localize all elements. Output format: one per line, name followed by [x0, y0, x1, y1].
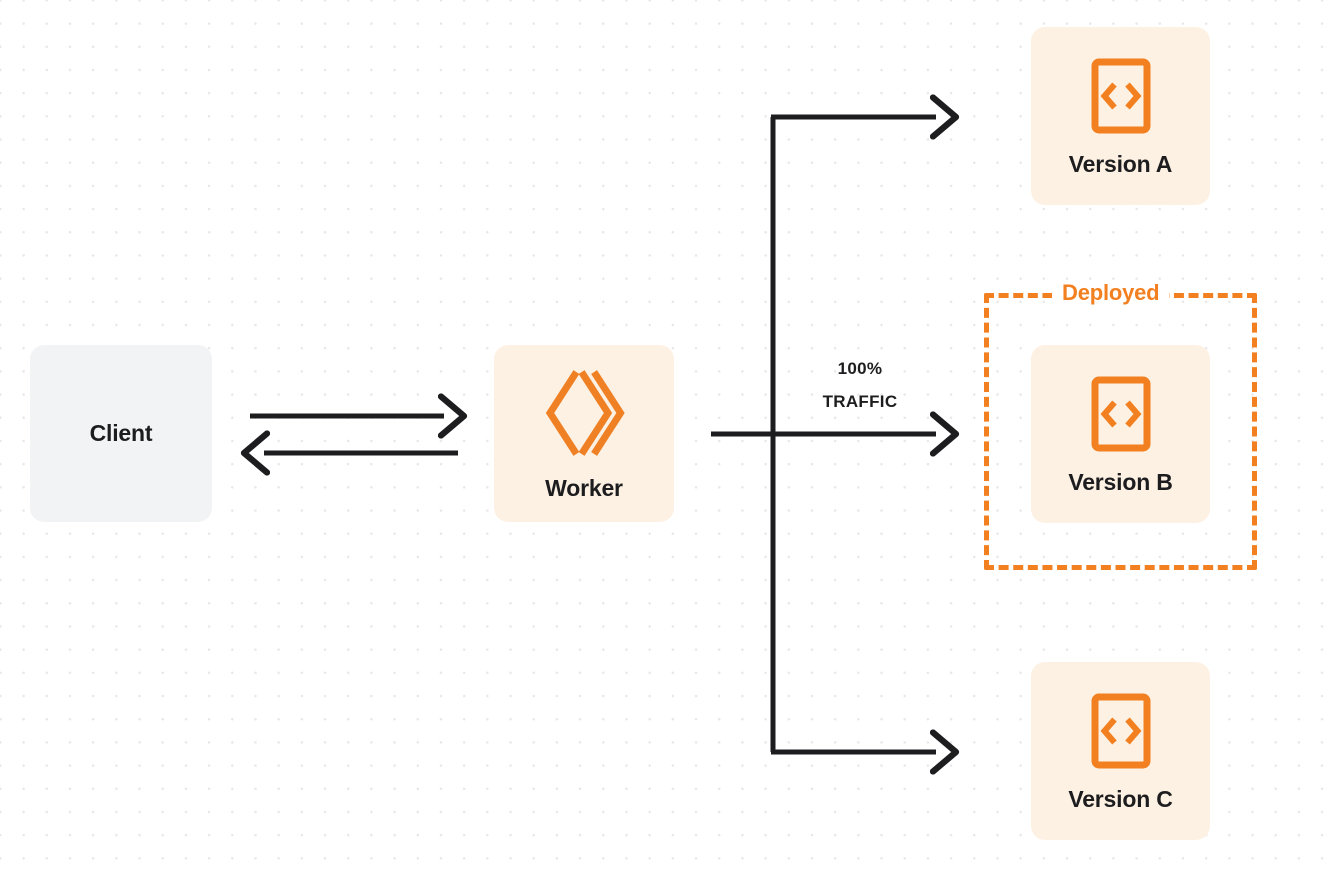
code-file-icon: [1090, 692, 1152, 770]
traffic-percent: 100%: [837, 359, 883, 378]
node-version-c-label: Version C: [1068, 785, 1173, 812]
node-version-a-label: Version A: [1068, 150, 1173, 177]
node-worker-label: Worker: [545, 475, 623, 501]
node-version-b[interactable]: Version B: [1031, 345, 1210, 523]
node-version-b-label: Version B: [1068, 468, 1173, 495]
node-worker[interactable]: Worker: [494, 345, 674, 522]
traffic-split-label: 100% TRAFFIC: [790, 352, 930, 418]
code-file-icon: [1090, 57, 1152, 135]
node-client[interactable]: Client: [30, 345, 212, 522]
cloudflare-workers-logo-icon: [538, 367, 630, 459]
deployed-group-label: Deployed: [1052, 281, 1170, 305]
traffic-word: TRAFFIC: [822, 392, 898, 411]
node-client-label: Client: [89, 420, 153, 446]
node-version-a[interactable]: Version A: [1031, 27, 1210, 205]
code-file-icon: [1090, 375, 1152, 453]
node-version-c[interactable]: Version C: [1031, 662, 1210, 840]
